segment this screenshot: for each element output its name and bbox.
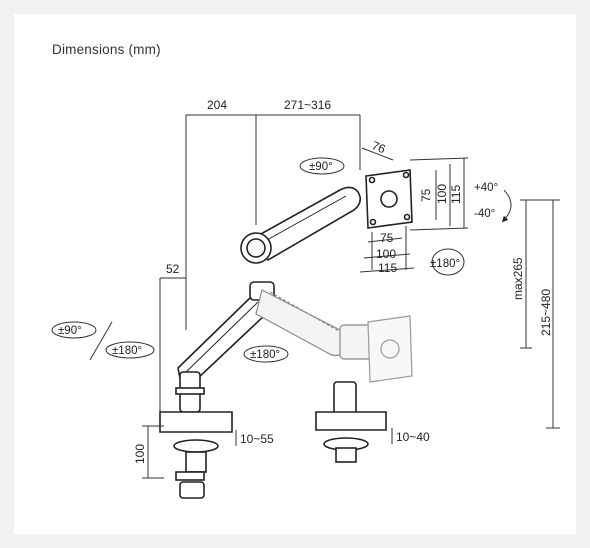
vesa-dimension-lines [359, 157, 469, 273]
dim-plate-h: 115 [449, 185, 463, 204]
page-title: Dimensions (mm) [52, 42, 161, 57]
height-dimension-lines [520, 199, 560, 429]
dim-vesa-inner-h: 75 [419, 188, 433, 202]
dim-204: 204 [207, 98, 227, 112]
dim-max-height: max265 [511, 257, 525, 300]
dim-76: 76 [370, 138, 388, 156]
rotation-monitor: ±180° [430, 258, 460, 270]
rotation-oval-icons [51, 157, 465, 363]
arm-solid [159, 186, 362, 499]
vesa-plate-top [365, 169, 413, 229]
dim-52: 52 [166, 262, 180, 276]
dim-vesa-inner-w: 75 [380, 231, 394, 245]
arm-ghost [255, 289, 375, 360]
card [14, 14, 576, 534]
rotation-left-b: ±180° [112, 345, 142, 357]
rotation-top: ±90° [309, 161, 333, 173]
dim-vesa-outer-w: 100 [376, 247, 396, 261]
vesa-plate-ghost [367, 315, 413, 383]
clamp-dimension-lines [142, 425, 393, 479]
rotation-left-a: ±90° [58, 325, 82, 337]
top-dimension-lines [159, 114, 394, 420]
rotation-tilt-down: -40° [474, 208, 495, 220]
dim-plate-w: 115 [378, 261, 397, 275]
dim-vesa-outer-h: 100 [435, 184, 449, 204]
right-base [315, 381, 387, 463]
tilt-arrow-icon [501, 189, 512, 223]
dim-clamp-right: 10~40 [396, 430, 430, 444]
rotation-tilt-up: +40° [474, 182, 498, 194]
rotation-elbow: ±180° [250, 349, 280, 361]
dim-base-height: 100 [133, 444, 147, 464]
dim-271-316: 271~316 [284, 98, 331, 112]
dim-clamp-left: 10~55 [240, 432, 274, 446]
dim-height-range: 215~480 [539, 289, 553, 336]
